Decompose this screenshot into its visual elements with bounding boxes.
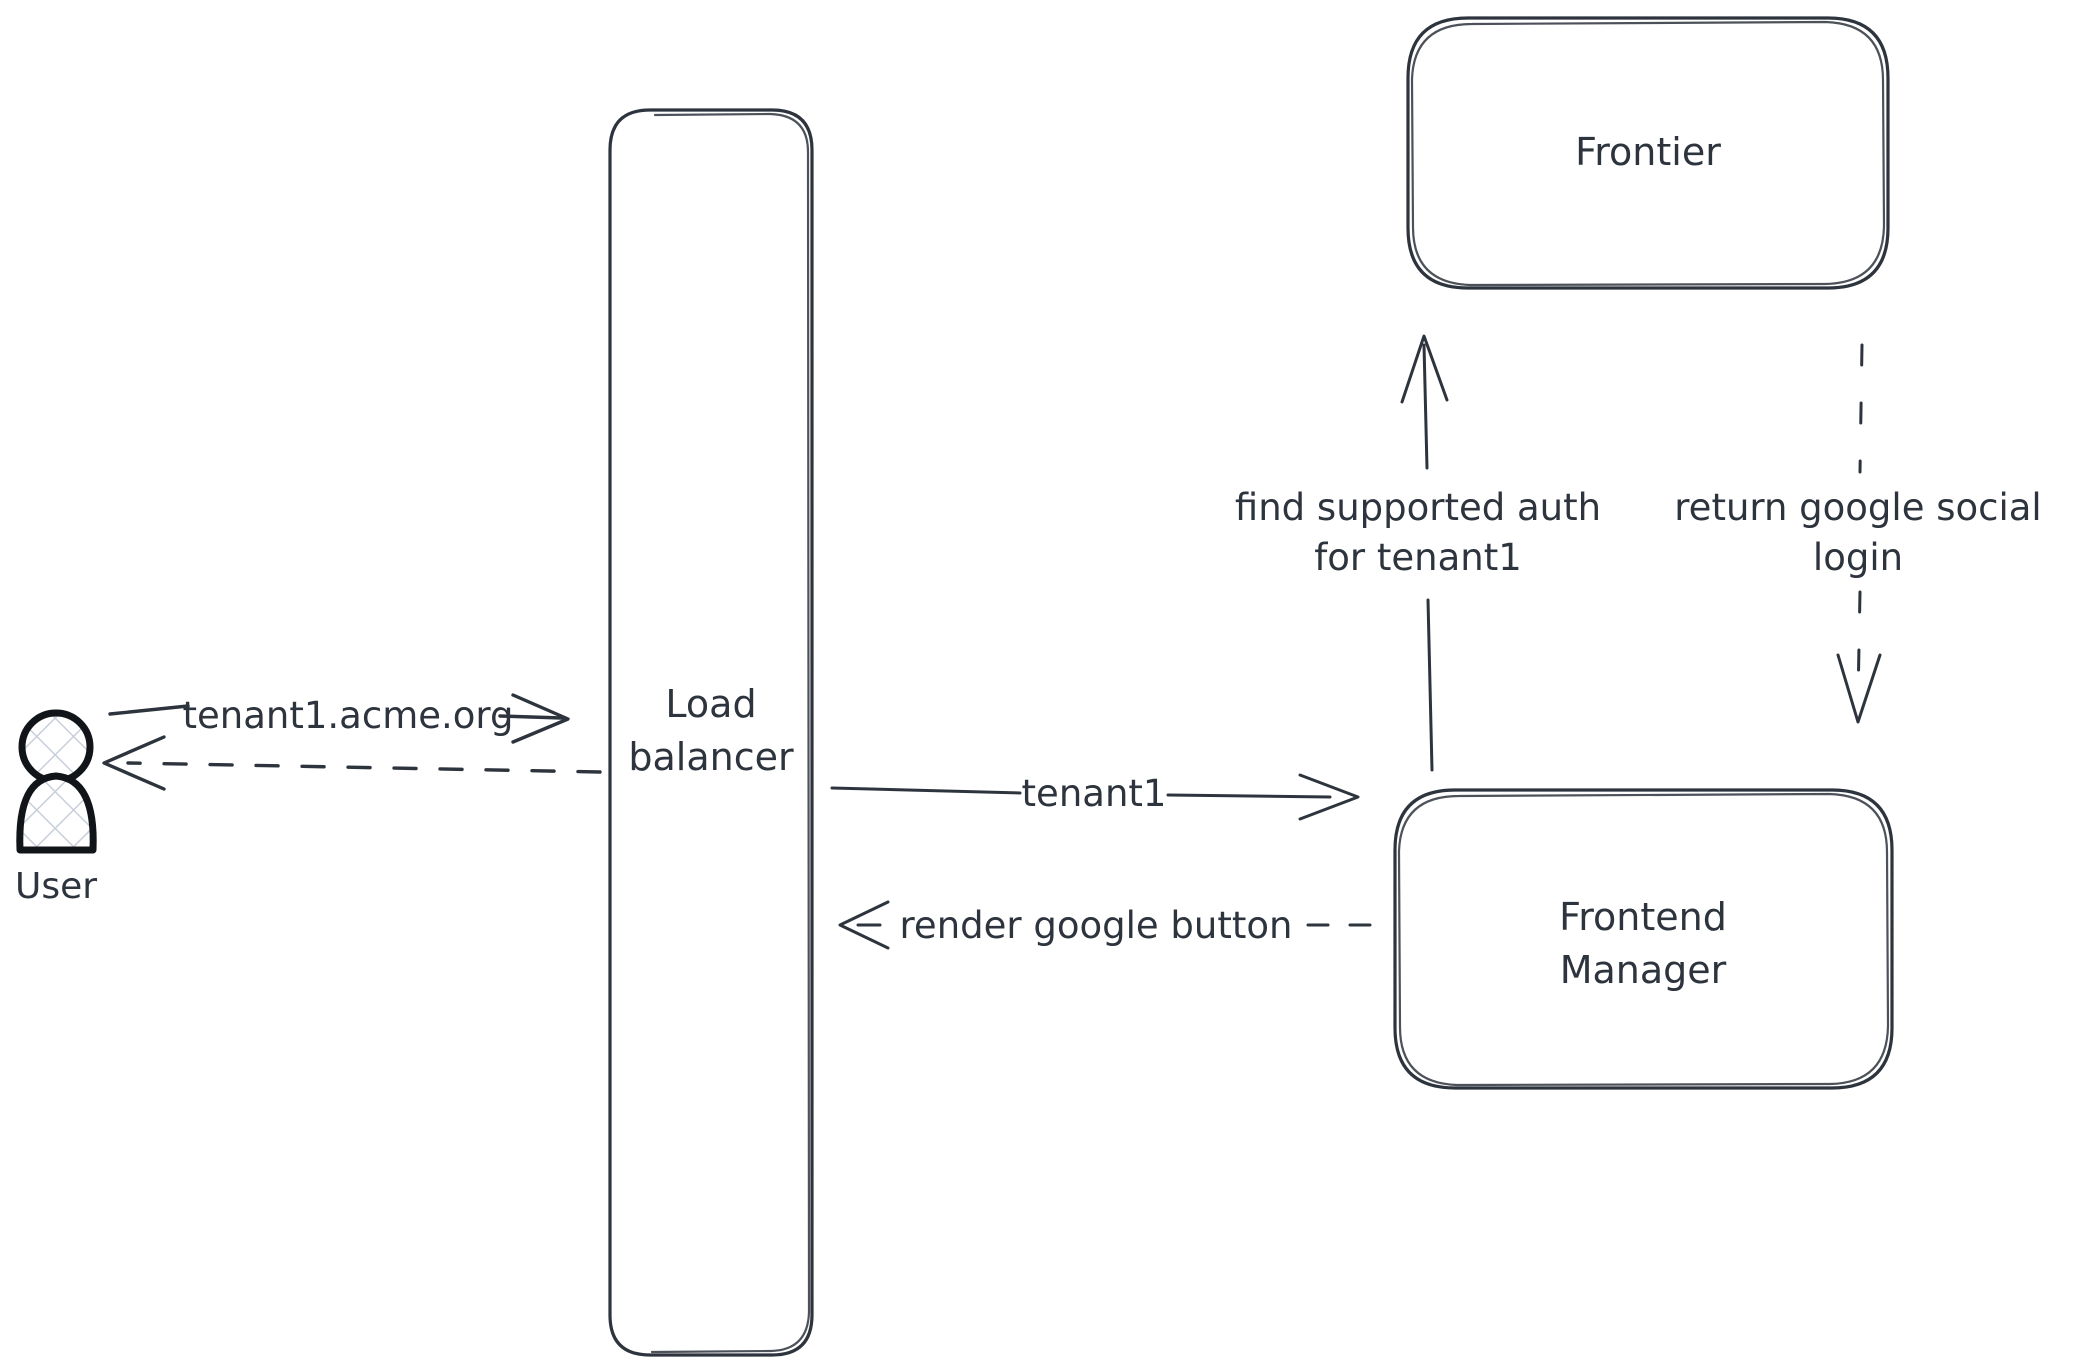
- edge-fm-to-frontier-label-line1: find supported auth: [1235, 486, 1601, 529]
- edge-frontier-to-fm-line-upper: [1858, 343, 1864, 474]
- edge-lb-to-fm-label: tenant1: [1022, 772, 1167, 815]
- user-person-icon-body: [16, 772, 97, 854]
- edge-frontier-to-fm-label-line1: return google social: [1674, 486, 2041, 529]
- edge-fm-to-frontier-label-line2: for tenant1: [1314, 536, 1522, 579]
- load-balancer-shape-sketch: [650, 112, 811, 1354]
- edge-lb-to-fm-line-left: [830, 786, 1022, 795]
- edge-user-to-lb-line-left: [108, 704, 190, 716]
- node-frontier[interactable]: [1406, 16, 1890, 290]
- edge-frontier-to-fm[interactable]: [1836, 343, 1882, 724]
- edge-lb-to-user-line: [126, 761, 602, 774]
- edge-user-to-lb-arrowhead: [511, 693, 570, 744]
- edge-lb-to-fm-arrowhead: [1298, 773, 1360, 821]
- edge-fm-to-lb-arrowhead: [838, 900, 890, 950]
- user-person-icon-head: [18, 709, 94, 785]
- load-balancer-shape: [608, 108, 814, 1357]
- edge-user-to-lb-label: tenant1.acme.org: [183, 694, 514, 737]
- node-load-balancer-label-line1: Load: [665, 682, 756, 726]
- edge-frontier-to-fm-line-lower: [1856, 590, 1862, 702]
- edge-fm-to-frontier-arrowhead: [1400, 334, 1449, 404]
- frontend-manager-shape: [1393, 788, 1894, 1090]
- edge-lb-to-user-arrowhead: [102, 735, 166, 791]
- node-frontend-manager-label-line2: Manager: [1560, 948, 1727, 992]
- node-frontend-manager-label-line1: Frontend: [1559, 895, 1727, 939]
- node-load-balancer-label-line2: balancer: [628, 735, 794, 779]
- frontier-shape-sketch: [1410, 20, 1886, 287]
- edge-lb-to-user[interactable]: [102, 735, 602, 791]
- node-frontier-label: Frontier: [1575, 130, 1721, 174]
- edge-lb-to-fm[interactable]: [830, 773, 1360, 821]
- node-load-balancer[interactable]: [608, 108, 814, 1357]
- actor-user-label: User: [15, 866, 97, 907]
- edge-frontier-to-fm-arrowhead: [1836, 653, 1882, 724]
- edge-fm-to-frontier-line-upper: [1422, 343, 1429, 470]
- edge-fm-to-lb-label: render google button: [900, 904, 1293, 947]
- actor-user[interactable]: [16, 709, 97, 854]
- edge-user-to-lb[interactable]: [108, 693, 570, 744]
- edge-fm-to-lb[interactable]: [838, 900, 1372, 950]
- edge-fm-to-frontier-line-lower: [1426, 598, 1434, 772]
- frontier-shape: [1406, 16, 1890, 290]
- frontend-manager-shape-sketch: [1397, 792, 1890, 1087]
- edge-user-to-lb-line-right: [498, 714, 564, 720]
- edge-lb-to-fm-line-right: [1166, 793, 1332, 799]
- node-frontend-manager[interactable]: [1393, 788, 1894, 1090]
- edge-frontier-to-fm-label-line2: login: [1813, 536, 1903, 579]
- edge-fm-to-frontier[interactable]: [1400, 334, 1449, 772]
